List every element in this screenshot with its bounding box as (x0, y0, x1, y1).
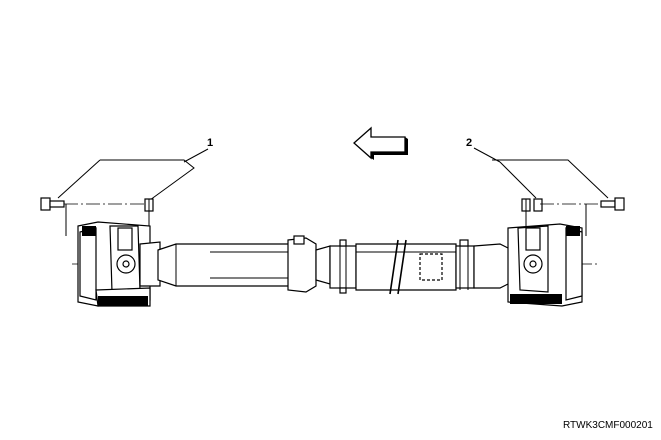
bolt-right-inner (521, 198, 543, 212)
left-arrow-icon (353, 126, 408, 160)
callout-2-label: 2 (466, 137, 472, 149)
bolt-left (40, 197, 65, 211)
callout-1-label: 1 (207, 137, 213, 149)
bolt-left-inner (144, 198, 154, 212)
center-shaft-tube (329, 239, 457, 294)
rear-shaft-tube (455, 239, 513, 290)
figure-code: RTWK3CMF000201 (563, 420, 653, 431)
front-shaft-tube (157, 235, 331, 293)
left-flange-yoke (77, 221, 161, 307)
break-marks (389, 239, 407, 295)
right-flange-yoke (507, 223, 583, 307)
callout-1: 1 (57, 137, 213, 201)
bolt-right (600, 197, 625, 211)
callout-2: 2 (466, 137, 609, 199)
